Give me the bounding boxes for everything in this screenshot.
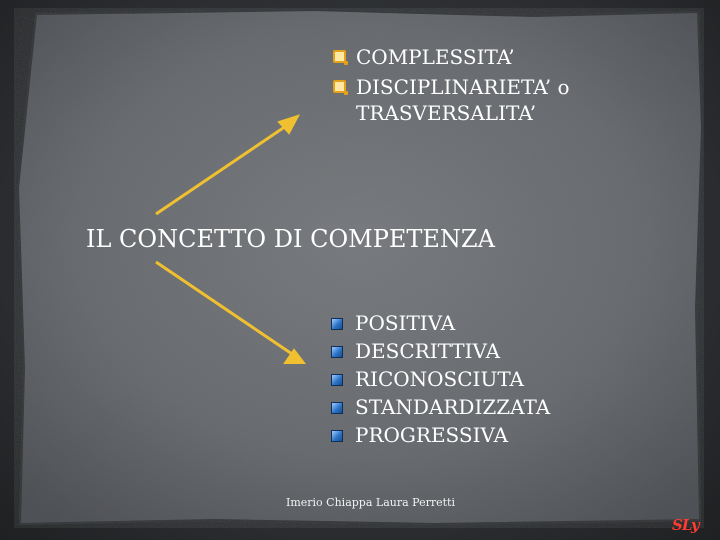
bottom-list-item: POSITIVA [355,311,456,335]
slide-title: IL CONCETTO DI COMPETENZA [86,225,495,253]
bottom-list-item: DESCRITTIVA [355,339,501,363]
top-list-item-1: COMPLESSITA’ [356,45,515,69]
square-bullet-icon [331,402,343,414]
square-bullet-icon [331,318,343,330]
footer-authors: Imerio Chiappa Laura Perretti [286,496,455,509]
top-list-item-2-line1: DISCIPLINARIETA’ o [356,75,570,99]
square-bullet-icon [331,346,343,358]
brand-logo: SLy [672,516,700,534]
square-bullet-icon [331,430,343,442]
checkbox-bullet-icon [333,80,348,95]
top-list-item-2-line2: TRASVERSALITA’ [356,101,537,125]
checkbox-bullet-icon [333,50,348,65]
bottom-list-item: RICONOSCIUTA [355,367,525,391]
square-bullet-icon [331,374,343,386]
bottom-list-item: PROGRESSIVA [355,423,509,447]
bottom-list-item: STANDARDIZZATA [355,395,551,419]
